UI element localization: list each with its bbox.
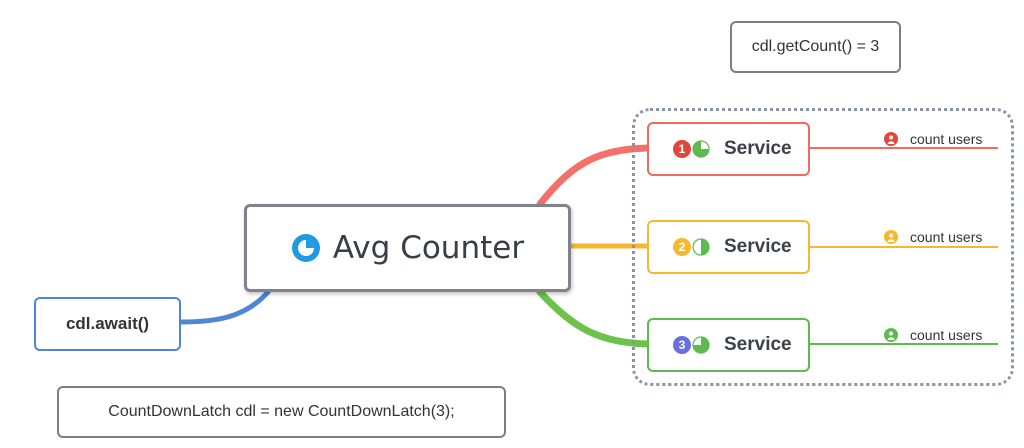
pie-chart-icon (291, 234, 320, 262)
user-icon (884, 328, 898, 342)
count-users-label: count users (910, 229, 983, 245)
services-group (632, 108, 1014, 386)
get-count-note: cdl.getCount() = 3 (730, 21, 901, 73)
count-users-3: count users (884, 327, 982, 343)
number-3-badge: 3 (673, 336, 691, 354)
connector-service-1 (536, 144, 651, 208)
latch-code: CountDownLatch cdl = new CountDownLatch(… (108, 403, 455, 420)
connector-await (178, 289, 271, 325)
pie-progress-icon (692, 140, 710, 158)
avg-counter-title: Avg Counter (332, 230, 525, 266)
pie-progress-icon (692, 336, 710, 354)
count-users-label: count users (910, 131, 983, 147)
service-node-2[interactable]: 2 Service (647, 220, 810, 274)
avg-counter-node[interactable]: Avg Counter (244, 204, 571, 292)
service-label: Service (724, 334, 792, 355)
count-users-1: count users (884, 131, 982, 147)
pie-progress-icon (692, 238, 710, 256)
user-icon (884, 230, 898, 244)
service-node-3[interactable]: 3 Service (647, 318, 810, 372)
user-icon (884, 132, 898, 146)
number-1-badge: 1 (673, 140, 691, 158)
await-node[interactable]: cdl.await() (34, 297, 181, 351)
service-label: Service (724, 138, 792, 159)
count-users-label: count users (910, 327, 983, 343)
number-2-badge: 2 (673, 238, 691, 256)
connector-service-3 (536, 288, 651, 348)
service-node-1[interactable]: 1 Service (647, 122, 810, 176)
await-label: cdl.await() (65, 314, 150, 333)
count-users-2: count users (884, 229, 982, 245)
get-count-text: cdl.getCount() = 3 (751, 38, 880, 55)
service-label: Service (724, 236, 792, 257)
latch-declaration-node[interactable]: CountDownLatch cdl = new CountDownLatch(… (57, 386, 506, 438)
